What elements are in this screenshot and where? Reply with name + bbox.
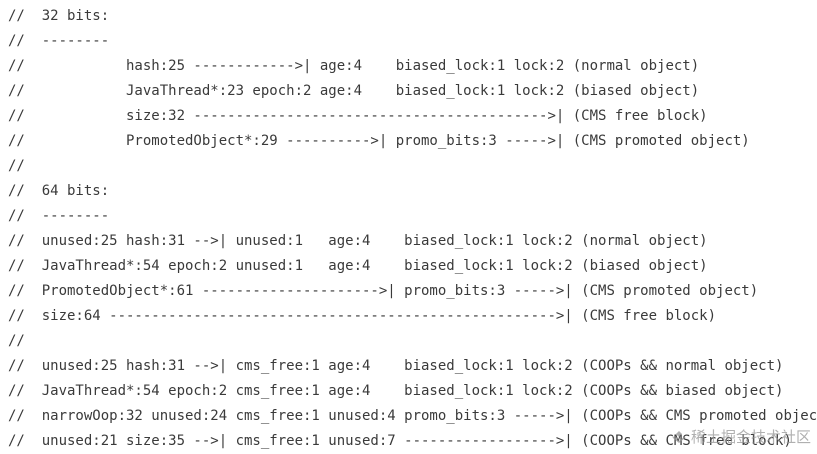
watermark: 稀土掘金技术社区 xyxy=(671,426,811,447)
code-line: // unused:25 hash:31 -->| unused:1 age:4… xyxy=(8,233,708,249)
code-line: // size:32 -----------------------------… xyxy=(8,108,708,124)
code-line: // JavaThread*:54 epoch:2 cms_free:1 age… xyxy=(8,383,784,399)
code-line: // 32 bits: xyxy=(8,8,110,24)
code-line: // unused:21 size:35 -->| cms_free:1 unu… xyxy=(8,433,792,449)
code-line: // -------- xyxy=(8,208,110,224)
code-line: // JavaThread*:23 epoch:2 age:4 biased_l… xyxy=(8,83,700,99)
code-line: // PromotedObject*:29 ---------->| promo… xyxy=(8,133,750,149)
code-line: // xyxy=(8,333,25,349)
code-line: // -------- xyxy=(8,33,110,49)
watermark-text: 稀土掘金技术社区 xyxy=(690,428,811,446)
code-line: // hash:25 ------------>| age:4 biased_l… xyxy=(8,58,700,74)
code-line: // JavaThread*:54 epoch:2 unused:1 age:4… xyxy=(8,258,708,274)
code-line: // size:64 -----------------------------… xyxy=(8,308,717,324)
code-line: // narrowOop:32 unused:24 cms_free:1 unu… xyxy=(8,408,817,424)
code-block: // 32 bits: // -------- // hash:25 -------… xyxy=(8,4,817,454)
juejin-logo-icon xyxy=(671,429,687,445)
code-line: // 64 bits: xyxy=(8,183,110,199)
code-line: // xyxy=(8,158,25,174)
code-line: // PromotedObject*:61 ------------------… xyxy=(8,283,759,299)
code-line: // unused:25 hash:31 -->| cms_free:1 age… xyxy=(8,358,784,374)
